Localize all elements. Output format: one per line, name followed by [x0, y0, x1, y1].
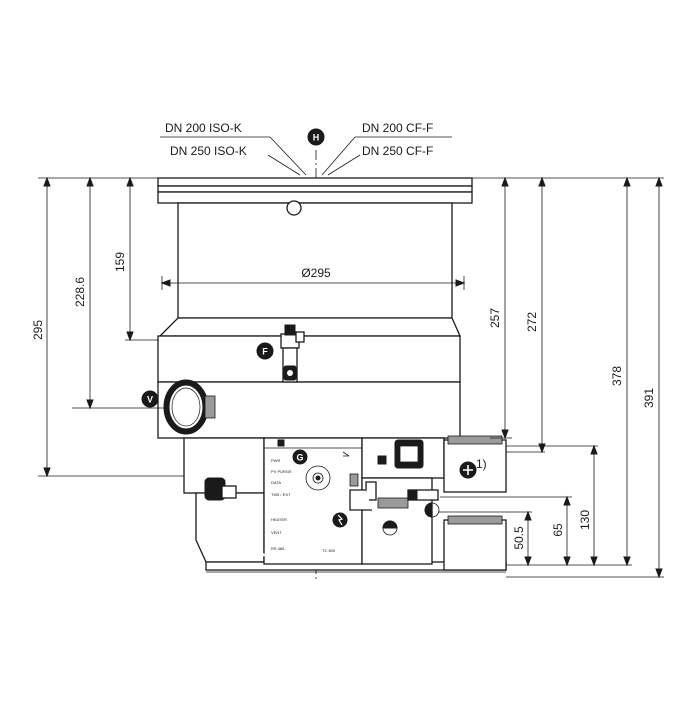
- valve-icon-2: [424, 502, 440, 518]
- panel-label-6: TC 600: [322, 548, 336, 553]
- valve-icon: [382, 520, 398, 536]
- electronics-panel: G PWR PV PURGE DATA TMS / EXT HEATER VEN…: [263, 437, 363, 565]
- dim-378: 378: [610, 366, 624, 386]
- flange-label-right-top: DN 200 CF-F: [362, 121, 433, 135]
- svg-text:G: G: [296, 453, 303, 463]
- dim-228-6: 228.6: [73, 277, 87, 307]
- panel-label-4: HEATER: [271, 517, 287, 522]
- flange-label-left-bottom: DN 250 ISO-K: [170, 144, 247, 158]
- upper-housing: Ø295: [160, 200, 466, 319]
- dim-diameter: Ø295: [301, 266, 331, 280]
- valve-f: F: [256, 324, 305, 383]
- note-1: 1): [476, 457, 487, 471]
- power-icon: [332, 512, 348, 528]
- cable-pipe: [204, 477, 265, 557]
- callout-g-badge: G: [292, 449, 308, 465]
- callout-h-badge: H: [307, 128, 325, 146]
- chamfer-ring: [158, 317, 462, 337]
- dim-391: 391: [642, 388, 656, 408]
- dim-257: 257: [488, 308, 502, 328]
- dims-right: 257 272 378 391 130 65 50.5: [438, 176, 664, 579]
- flange-label-left-top: DN 200 ISO-K: [165, 121, 242, 135]
- plus-icon: [459, 461, 477, 479]
- panel-label-2: DATA: [271, 480, 281, 485]
- panel-label-7: RS 485: [271, 546, 285, 551]
- dim-272: 272: [525, 312, 539, 332]
- callout-f-badge: F: [256, 342, 274, 360]
- dim-65: 65: [551, 523, 565, 537]
- panel-label-1: PV PURGE: [271, 469, 292, 474]
- vent-port-v: V: [141, 379, 216, 435]
- side-unit: 1): [443, 435, 507, 571]
- svg-text:V: V: [147, 395, 153, 405]
- connector-module: [349, 437, 445, 565]
- svg-text:H: H: [313, 133, 320, 143]
- svg-text:F: F: [262, 347, 268, 357]
- panel-label-3: TMS / EXT: [271, 492, 291, 497]
- panel-label-5: VENT: [271, 530, 282, 535]
- callout-v-badge: V: [141, 390, 159, 408]
- dim-295: 295: [31, 320, 45, 340]
- top-flange: [157, 177, 473, 204]
- fan-icon: [305, 465, 331, 491]
- dim-130: 130: [578, 510, 592, 530]
- dims-left: 295 228.6 159: [31, 176, 184, 478]
- dim-50-5: 50.5: [512, 526, 526, 550]
- dim-159: 159: [113, 252, 127, 272]
- flange-label-right-bottom: DN 250 CF-F: [362, 144, 433, 158]
- panel-label-0: PWR: [271, 458, 280, 463]
- flange-labels: DN 200 ISO-K DN 250 ISO-K DN 200 CF-F DN…: [160, 121, 452, 176]
- port-hole: [286, 200, 302, 216]
